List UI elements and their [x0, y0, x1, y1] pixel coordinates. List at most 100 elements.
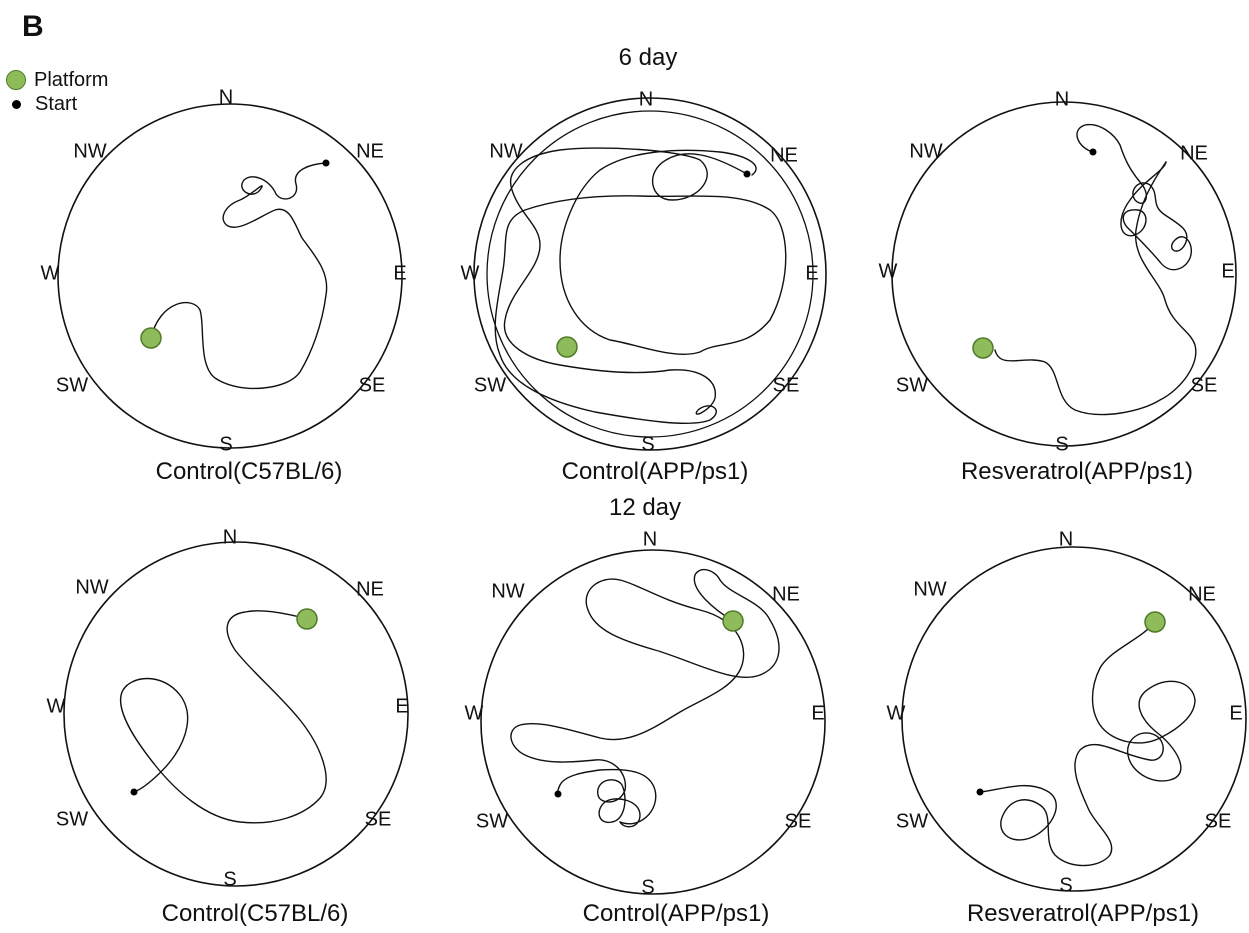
start-marker — [130, 788, 138, 796]
platform-marker — [140, 327, 162, 349]
direction-label-e: E — [395, 695, 408, 717]
caption-row2-col3: Resveratrol(APP/ps1) — [966, 900, 1200, 927]
direction-label-se: SE — [359, 374, 386, 396]
direction-label-w: W — [465, 702, 484, 724]
pool-outline — [480, 549, 826, 895]
direction-label-w: W — [47, 695, 66, 717]
start-marker — [322, 159, 330, 167]
swim-path — [979, 621, 1196, 867]
caption-row1-col2: Control(APP/ps1) — [561, 458, 749, 485]
platform-marker — [972, 337, 994, 359]
platform-marker — [722, 610, 744, 632]
platform-marker — [556, 336, 578, 358]
pool-r2c3: N NE E SE S SW W NW — [887, 528, 1247, 896]
legend-platform-row: Platform — [6, 68, 108, 92]
platform-marker — [1144, 611, 1166, 633]
direction-label-se: SE — [785, 810, 812, 832]
direction-label-se: SE — [1205, 810, 1232, 832]
swim-path — [119, 610, 327, 824]
pool-outline — [57, 103, 403, 449]
legend: Platform Start — [6, 68, 108, 116]
direction-label-e: E — [1221, 260, 1234, 282]
swim-path — [510, 568, 780, 828]
direction-label-s: S — [641, 433, 654, 455]
start-marker — [1089, 148, 1097, 156]
direction-label-n: N — [219, 86, 233, 108]
pool-outline — [473, 97, 827, 451]
direction-label-s: S — [219, 433, 232, 455]
direction-label-sw: SW — [56, 808, 88, 830]
direction-label-w: W — [461, 262, 480, 284]
direction-label-ne: NE — [770, 144, 798, 166]
direction-label-s: S — [1059, 874, 1072, 896]
direction-label-nw: NW — [75, 576, 108, 598]
legend-platform-label: Platform — [34, 68, 109, 91]
direction-label-n: N — [643, 528, 657, 550]
direction-label-sw: SW — [56, 374, 88, 396]
pool-outline — [63, 541, 409, 887]
caption-row1-col1: Control(C57BL/6) — [155, 458, 343, 485]
direction-label-w: W — [887, 702, 906, 724]
direction-label-w: W — [41, 262, 60, 284]
swim-path — [1076, 123, 1192, 271]
direction-label-nw: NW — [491, 580, 524, 602]
caption-row2-col2: Control(APP/ps1) — [582, 900, 770, 927]
direction-label-sw: SW — [476, 810, 508, 832]
direction-label-n: N — [1055, 88, 1069, 110]
direction-label-ne: NE — [1188, 583, 1216, 605]
direction-label-e: E — [393, 262, 406, 284]
start-marker-icon — [12, 99, 21, 109]
panel-letter: B — [22, 10, 44, 43]
direction-label-e: E — [811, 702, 824, 724]
direction-label-n: N — [639, 88, 653, 110]
pool-r2c1: N NE E SE S SW W NW — [47, 526, 409, 890]
direction-label-s: S — [1055, 433, 1068, 455]
day-label-12: 12 day — [608, 494, 682, 521]
direction-label-s: S — [223, 868, 236, 890]
direction-label-n: N — [1059, 528, 1073, 550]
swim-path — [559, 149, 771, 356]
swim-path — [556, 768, 657, 825]
direction-label-nw: NW — [73, 140, 106, 162]
direction-label-se: SE — [1191, 374, 1218, 396]
pool-r1c2: N NE E SE S SW W NW — [461, 88, 827, 455]
direction-label-s: S — [641, 876, 654, 898]
swim-path — [494, 147, 787, 424]
caption-row2-col1: Control(C57BL/6) — [161, 900, 349, 927]
start-marker — [976, 788, 984, 796]
platform-marker — [296, 608, 318, 630]
direction-label-se: SE — [773, 374, 800, 396]
legend-start-label: Start — [35, 92, 78, 115]
caption-row1-col3: Resveratrol(APP/ps1) — [960, 458, 1194, 485]
platform-marker-icon — [6, 70, 26, 90]
direction-label-sw: SW — [474, 374, 506, 396]
direction-label-ne: NE — [772, 583, 800, 605]
legend-start-row: Start — [6, 92, 108, 116]
pool-r1c1: N NE E SE S SW W NW — [41, 86, 407, 455]
direction-label-ne: NE — [356, 578, 384, 600]
direction-label-e: E — [805, 262, 818, 284]
pool-outline — [891, 101, 1237, 447]
start-marker — [743, 170, 751, 178]
pool-outline — [901, 546, 1247, 892]
direction-label-se: SE — [365, 808, 392, 830]
direction-label-w: W — [879, 260, 898, 282]
swim-path — [150, 162, 328, 390]
pool-r1c3: N NE E SE S SW W NW — [879, 88, 1237, 455]
day-label-6: 6 day — [618, 44, 678, 71]
pool-r2c2: N NE E SE S SW W NW — [465, 528, 826, 898]
start-marker — [554, 790, 562, 798]
swim-path — [994, 161, 1197, 416]
pool-inner-ring — [486, 110, 814, 438]
direction-label-sw: SW — [896, 810, 928, 832]
direction-label-e: E — [1229, 702, 1242, 724]
direction-label-ne: NE — [1180, 142, 1208, 164]
direction-label-n: N — [223, 526, 237, 548]
direction-label-nw: NW — [913, 578, 946, 600]
direction-label-nw: NW — [489, 140, 522, 162]
direction-label-nw: NW — [909, 140, 942, 162]
direction-label-sw: SW — [896, 374, 928, 396]
direction-label-ne: NE — [356, 140, 384, 162]
